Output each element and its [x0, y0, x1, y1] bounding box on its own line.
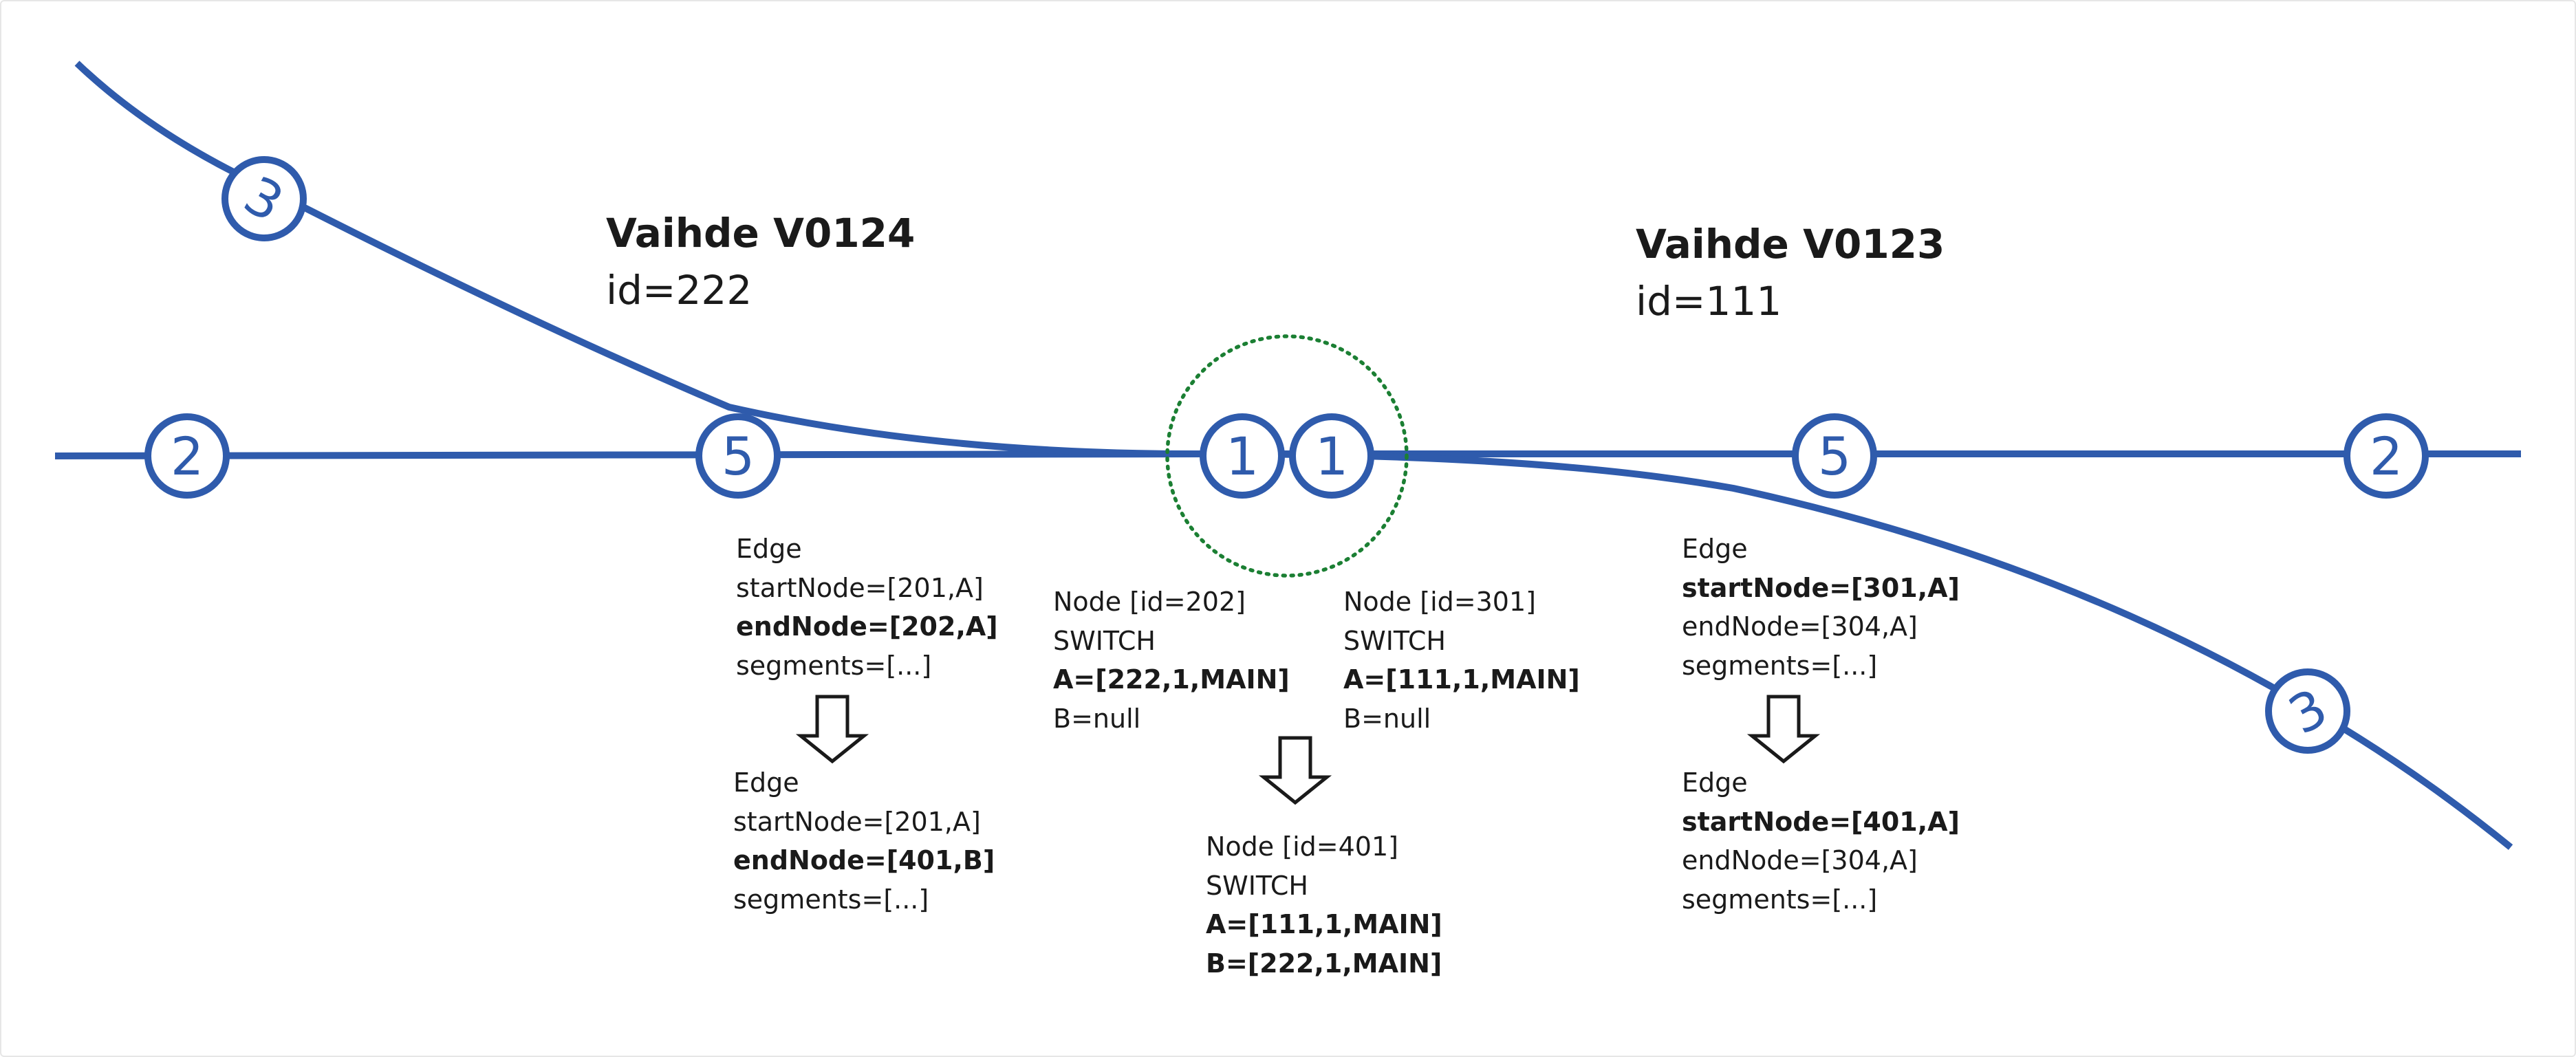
node-joint-a: A=[111,1,MAIN] [1343, 664, 1580, 695]
joint-center-left: 1 [1200, 413, 1285, 499]
down-arrow-left [795, 695, 869, 764]
edge-segments: segments=[...] [733, 884, 929, 915]
edge-title: Edge [1682, 767, 1748, 798]
edge-right-before: Edge startNode=[301,A] endNode=[304,A] s… [1682, 530, 1960, 685]
edge-left-before: Edge startNode=[201,A] endNode=[202,A] s… [736, 530, 998, 685]
node-joint-a: A=[222,1,MAIN] [1053, 664, 1290, 695]
edge-title: Edge [1682, 534, 1748, 564]
down-arrow-right [1746, 695, 1821, 764]
edge-title: Edge [736, 534, 802, 564]
switch-left-title: Vaihde V0124 [606, 210, 916, 257]
node-header: Node [id=401] [1206, 831, 1398, 862]
edge-end-node: endNode=[304,A] [1682, 845, 1918, 875]
edge-segments: segments=[...] [1682, 884, 1878, 915]
node-joint-b: B=null [1343, 703, 1431, 734]
branch-track-left [74, 61, 1211, 458]
svg-text:5: 5 [1818, 426, 1851, 487]
svg-text:2: 2 [2370, 426, 2403, 487]
node-202: Node [id=202] SWITCH A=[222,1,MAIN] B=nu… [1053, 582, 1290, 738]
switch-right-title: Vaihde V0123 [1636, 221, 1945, 268]
branch-track-right [1210, 450, 2513, 850]
svg-text:2: 2 [171, 426, 204, 487]
edge-start-node: startNode=[201,A] [736, 572, 984, 603]
edge-left-after: Edge startNode=[201,A] endNode=[401,B] s… [733, 763, 995, 919]
down-arrow-center [1258, 736, 1332, 805]
joint-right-branch: 3 [2265, 668, 2350, 754]
joint-far-right: 2 [2344, 413, 2429, 499]
node-header: Node [id=202] [1053, 587, 1246, 617]
node-type: SWITCH [1343, 625, 1446, 656]
joint-center-right: 1 [1289, 413, 1374, 499]
svg-text:1: 1 [1315, 426, 1348, 487]
joint-highlight-ring [1165, 334, 1409, 578]
edge-start-node: startNode=[301,A] [1682, 572, 1960, 603]
main-track-left [54, 450, 1211, 459]
joint-left-branch: 3 [221, 156, 307, 241]
svg-text:5: 5 [722, 426, 755, 487]
switch-left-id: id=222 [606, 267, 753, 314]
node-joint-a: A=[111,1,MAIN] [1206, 909, 1442, 939]
edge-segments: segments=[...] [736, 650, 932, 681]
edge-start-node: startNode=[401,A] [1682, 806, 1960, 837]
node-401: Node [id=401] SWITCH A=[111,1,MAIN] B=[2… [1206, 827, 1442, 983]
edge-title: Edge [733, 767, 799, 798]
edge-end-node: endNode=[304,A] [1682, 611, 1918, 642]
node-header: Node [id=301] [1343, 587, 1536, 617]
switch-right-id: id=111 [1636, 278, 1782, 325]
node-type: SWITCH [1206, 870, 1308, 901]
edge-segments: segments=[...] [1682, 650, 1878, 681]
edge-end-node: endNode=[202,A] [736, 611, 998, 642]
svg-text:1: 1 [1226, 426, 1259, 487]
node-type: SWITCH [1053, 625, 1156, 656]
node-joint-b: B=null [1053, 703, 1141, 734]
joint-right-mid: 5 [1792, 413, 1877, 499]
joint-left-mid: 5 [695, 413, 781, 499]
edge-start-node: startNode=[201,A] [733, 806, 981, 837]
node-joint-b: B=[222,1,MAIN] [1206, 948, 1442, 979]
edge-end-node: endNode=[401,B] [733, 845, 995, 875]
joint-far-left: 2 [144, 413, 230, 499]
node-301: Node [id=301] SWITCH A=[111,1,MAIN] B=nu… [1343, 582, 1580, 738]
edge-right-after: Edge startNode=[401,A] endNode=[304,A] s… [1682, 763, 1960, 919]
